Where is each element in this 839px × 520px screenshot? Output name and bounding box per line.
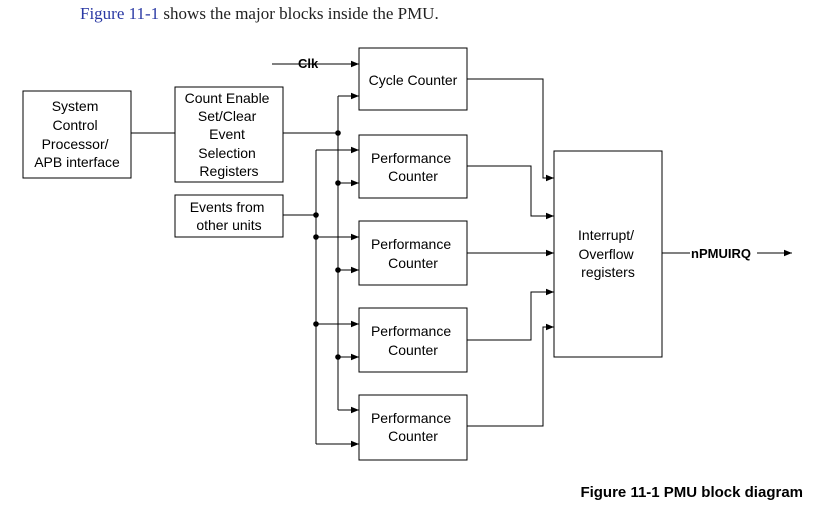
block-label: Performance Counter (371, 323, 455, 358)
block-events-from-other-units: Events from other units (174, 194, 284, 238)
figure-caption: Figure 11-1 PMU block diagram (580, 484, 803, 501)
intro-text: shows the major blocks inside the PMU. (159, 4, 439, 23)
block-label: Interrupt/ Overflow registers (578, 227, 638, 280)
junction-dot (313, 321, 319, 327)
block-cycle-counter: Cycle Counter (358, 47, 468, 111)
intro-sentence: Figure 11-1 shows the major blocks insid… (80, 4, 439, 24)
block-system-control: System Control Processor/ APB interface (22, 90, 132, 179)
junction-dot (335, 267, 341, 273)
block-label: System Control Processor/ APB interface (34, 98, 120, 170)
junction-dot (335, 130, 341, 136)
block-label: Performance Counter (371, 236, 455, 271)
block-label: Performance Counter (371, 410, 455, 444)
junction-dot (313, 234, 319, 240)
wire-pc1-interrupt (467, 165, 554, 220)
wire-pc3-interrupt (467, 288, 554, 341)
junction-dot (313, 212, 319, 218)
block-label: Events from other units (190, 199, 269, 233)
connections (131, 60, 792, 448)
block-label: Cycle Counter (369, 72, 458, 88)
block-performance-counter-4: Performance Counter (358, 394, 468, 461)
signal-clk-label: Clk (298, 56, 319, 71)
signal-npmuirq-label: nPMUIRQ (691, 246, 751, 261)
block-label: Performance Counter (371, 150, 455, 184)
block-interrupt-overflow-registers: Interrupt/ Overflow registers (553, 150, 663, 358)
block-performance-counter-2: Performance Counter (358, 220, 468, 286)
block-label: Count Enable Set/Clear Event Selection R… (185, 90, 274, 179)
block-performance-counter-3: Performance Counter (358, 307, 468, 373)
block-count-enable: Count Enable Set/Clear Event Selection R… (174, 86, 284, 183)
junction-dot (335, 180, 341, 186)
wire-cycle-interrupt (467, 78, 554, 182)
block-performance-counter-1: Performance Counter (358, 134, 468, 199)
junction-dot (335, 354, 341, 360)
wire-pc4-interrupt (467, 323, 554, 427)
figure-link[interactable]: Figure 11-1 (80, 4, 160, 23)
